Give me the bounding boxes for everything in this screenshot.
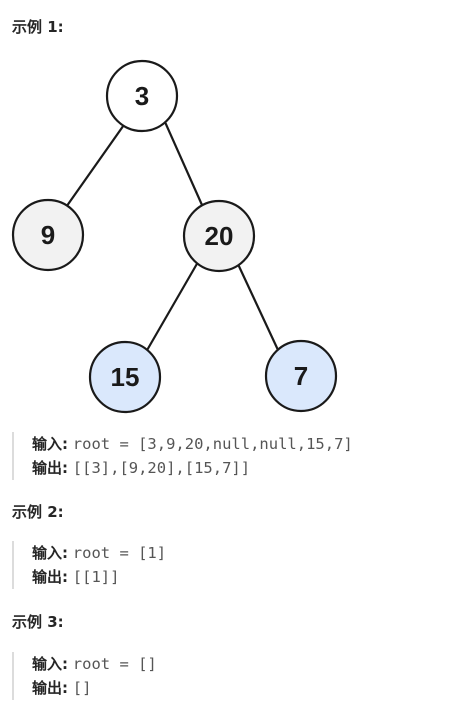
- tree-node-9-label: 9: [41, 220, 55, 250]
- tree-node-7-circle: [264, 339, 338, 413]
- example-2-heading: 示例 2:: [12, 503, 64, 521]
- example-3-input-line: 输入: root = []: [32, 652, 157, 676]
- example-1-heading: 示例 1:: [12, 18, 64, 36]
- tree-node-15-label: 15: [111, 362, 140, 392]
- example-3-heading: 示例 3:: [12, 613, 64, 631]
- tree-node-3: 3: [105, 59, 179, 133]
- example-3-output-value: []: [72, 679, 92, 697]
- example-2-output-line: 输出: [[1]]: [32, 565, 166, 589]
- tree-node-9-circle: [11, 198, 85, 272]
- tree-node-20-circle: [182, 199, 256, 273]
- example-2-input-value: root = [1]: [72, 544, 167, 562]
- example-3-output-line: 输出: []: [32, 676, 157, 700]
- edge-3-to-9: [63, 121, 127, 211]
- tree-node-9: 9: [11, 198, 85, 272]
- tree-node-3-label: 3: [135, 81, 149, 111]
- edge-20-to-15: [145, 261, 199, 353]
- example-1-output-label: 输出:: [32, 459, 68, 477]
- example-3-input-value: root = []: [72, 655, 157, 673]
- example-2-output-value: [[1]]: [72, 568, 120, 586]
- example-1-output-line: 输出: [[3],[9,20],[15,7]]: [32, 456, 353, 480]
- example-1-output-value: [[3],[9,20],[15,7]]: [72, 459, 251, 477]
- example-2-io-block: 输入: root = [1] 输出: [[1]]: [12, 541, 166, 589]
- tree-node-20-label: 20: [205, 221, 234, 251]
- example-2-input-label: 输入:: [32, 544, 68, 562]
- tree-node-15: 15: [88, 340, 162, 414]
- tree-node-15-circle: [88, 340, 162, 414]
- example-3-io-block: 输入: root = [] 输出: []: [12, 652, 157, 700]
- example-2-input-line: 输入: root = [1]: [32, 541, 166, 565]
- tree-node-3-circle: [105, 59, 179, 133]
- example-1-input-label: 输入:: [32, 435, 68, 453]
- tree-node-20: 20: [182, 199, 256, 273]
- example-3-output-label: 输出:: [32, 679, 68, 697]
- example-1-input-line: 输入: root = [3,9,20,null,null,15,7]: [32, 432, 353, 456]
- edge-3-to-20: [163, 121, 204, 206]
- binary-tree-diagram: 3 9 20 15 7: [11, 59, 338, 414]
- example-1-input-value: root = [3,9,20,null,null,15,7]: [72, 435, 353, 453]
- example-1-io-block: 输入: root = [3,9,20,null,null,15,7] 输出: […: [12, 432, 353, 480]
- example-3-input-label: 输入:: [32, 655, 68, 673]
- tree-node-7: 7: [264, 339, 338, 413]
- example-2-output-label: 输出:: [32, 568, 68, 586]
- tree-node-7-label: 7: [294, 361, 308, 391]
- edge-20-to-7: [236, 261, 279, 351]
